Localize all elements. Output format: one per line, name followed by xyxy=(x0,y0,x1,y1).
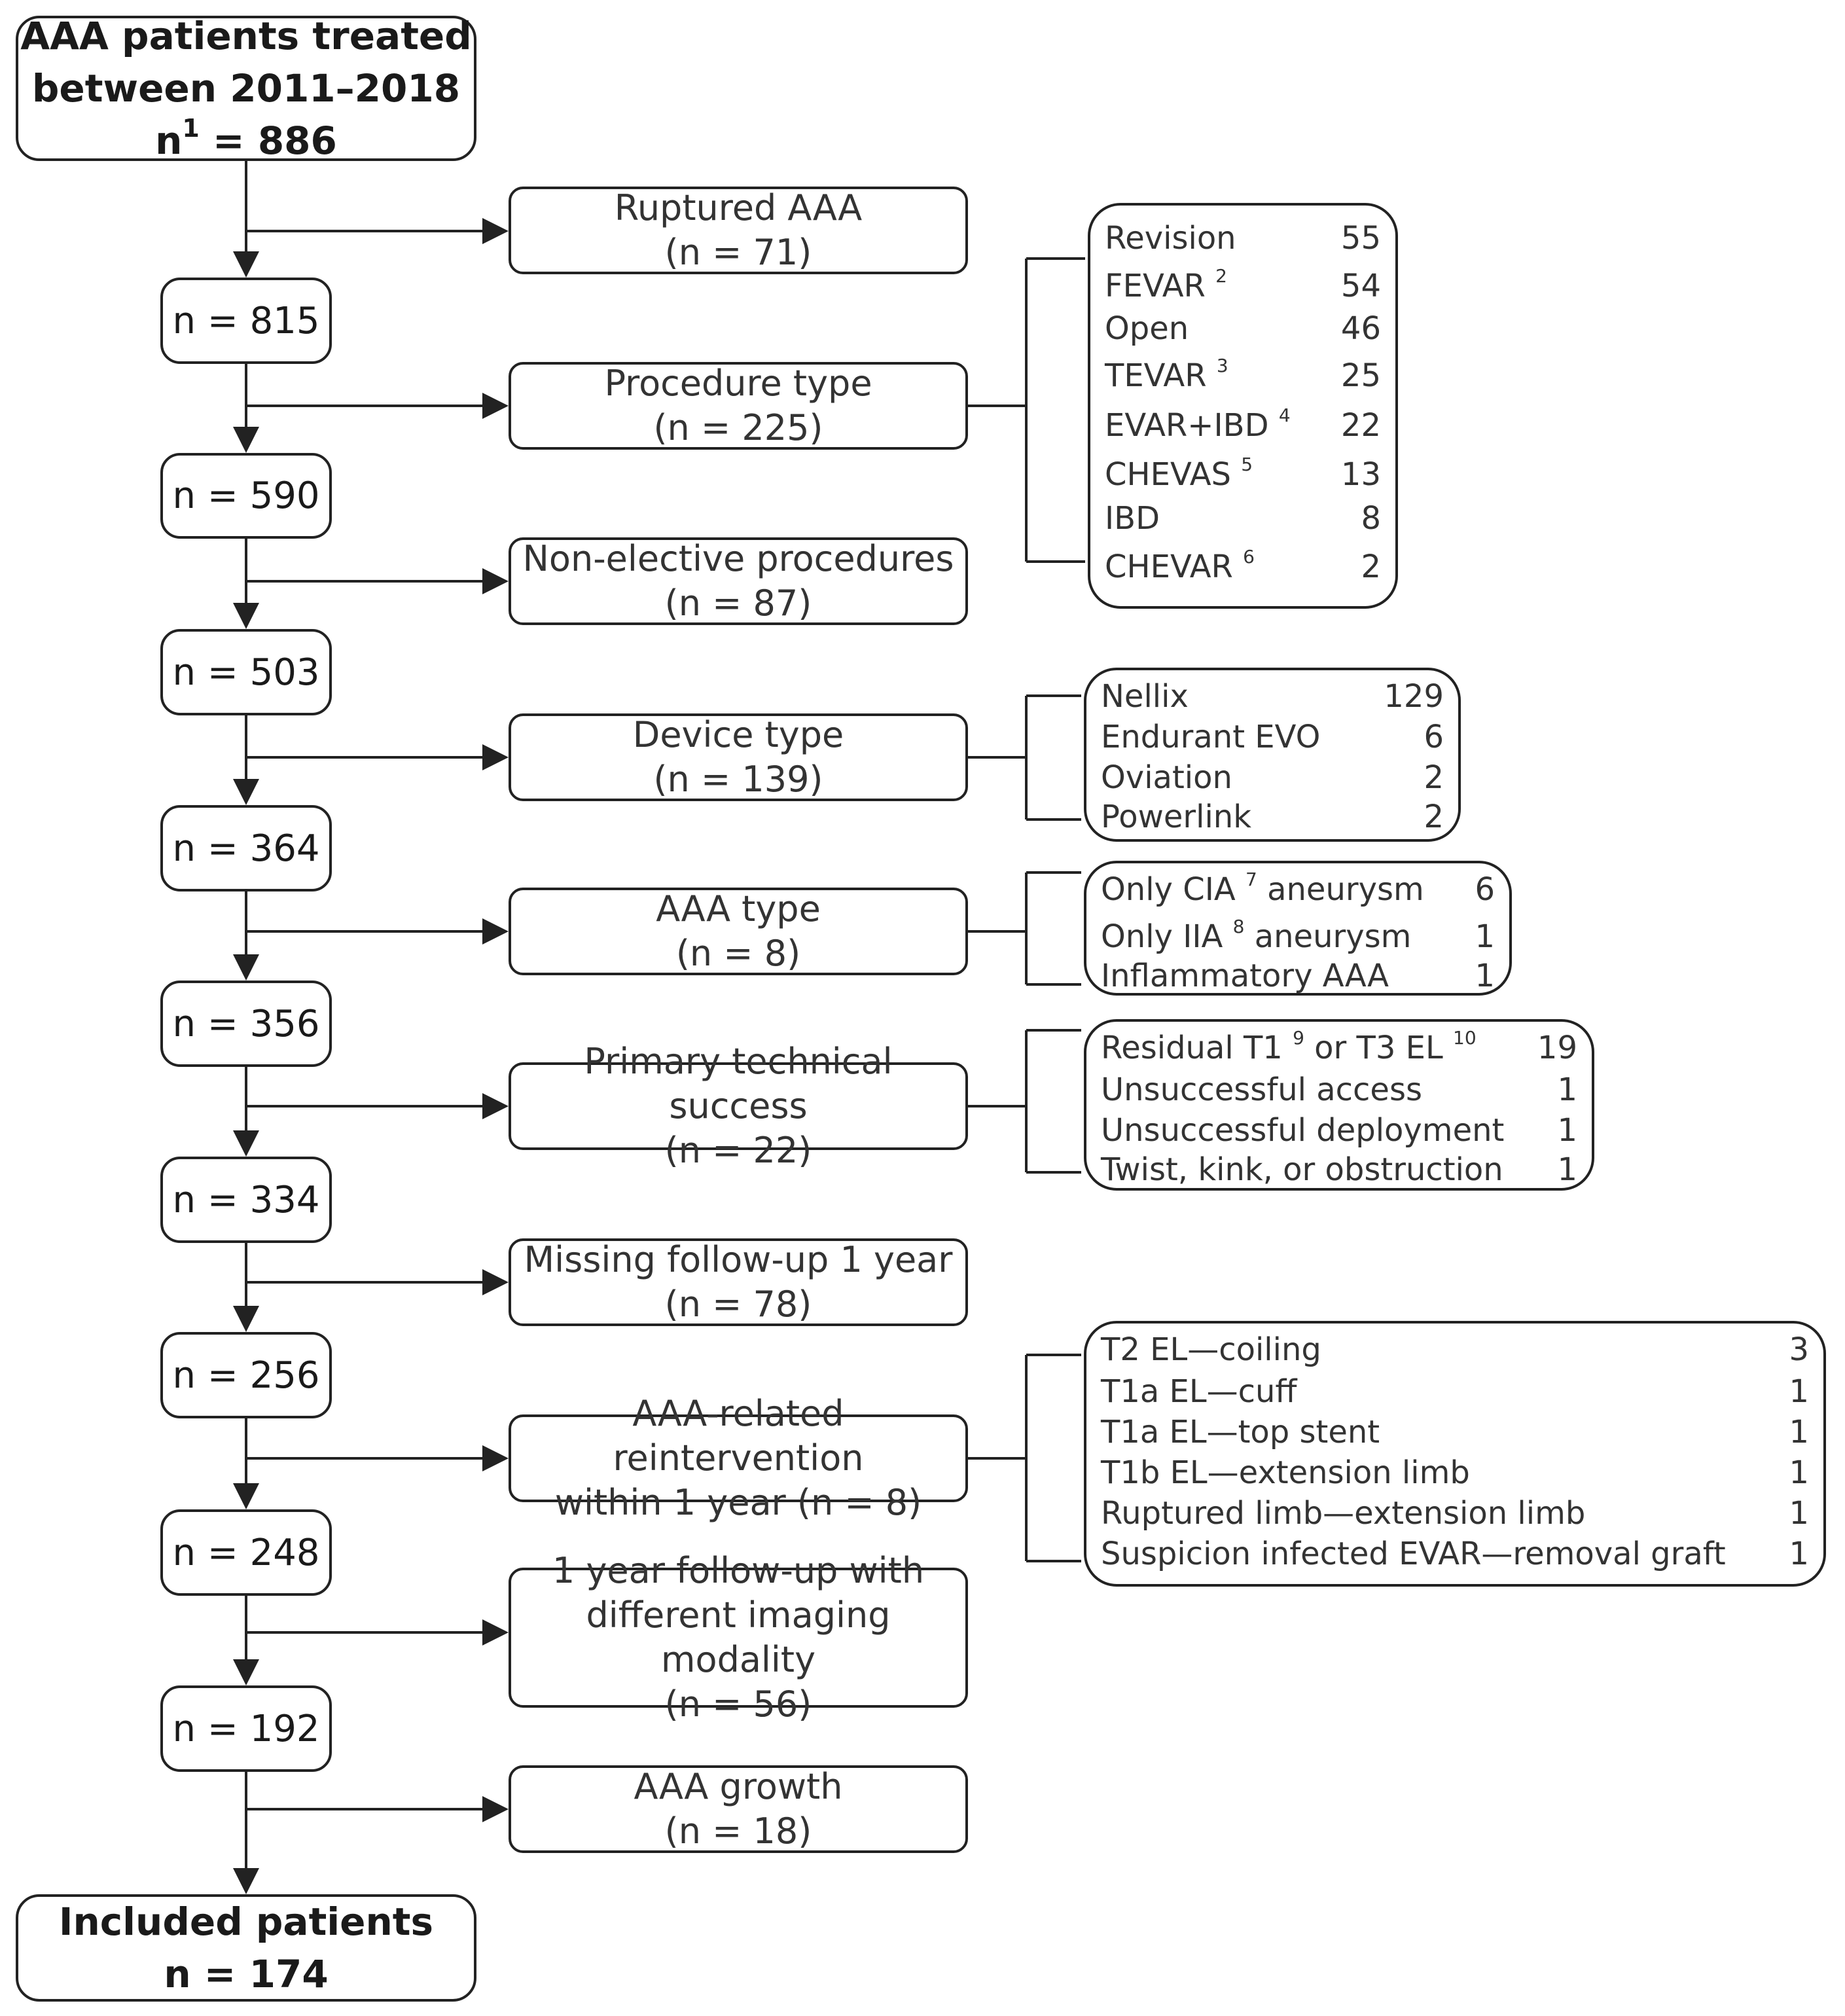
exclusion-count: (n = 22) xyxy=(664,1130,812,1171)
count-box: n = 503 xyxy=(160,629,332,715)
exclusion-title: AAA growth xyxy=(634,1766,843,1807)
exclusion-box-aaa-growth: AAA growth(n = 18) xyxy=(509,1765,968,1853)
count-value: n = 192 xyxy=(172,1707,320,1750)
count-box: n = 590 xyxy=(160,453,332,539)
exclusion-title: 1 year follow-up with xyxy=(552,1550,925,1591)
count-box: n = 356 xyxy=(160,981,332,1067)
exclusion-count: (n = 71) xyxy=(664,232,812,273)
exclusion-box-procedure-type: Procedure type(n = 225) xyxy=(509,362,968,450)
exclusion-count: (n = 8) xyxy=(675,933,801,974)
exclusion-box-missing-follow-up: Missing follow-up 1 year(n = 78) xyxy=(509,1238,968,1326)
start-line2: between 2011–2018 xyxy=(31,66,461,111)
end-line2: n = 174 xyxy=(164,1952,329,1996)
exclusion-count: (n = 56) xyxy=(664,1683,812,1725)
count-box: n = 256 xyxy=(160,1332,332,1418)
exclusion-box-aaa-type: AAA type(n = 8) xyxy=(509,888,968,975)
exclusion-box-technical-success: Primary technical success(n = 22) xyxy=(509,1041,968,1171)
exclusion-title: Primary technical success xyxy=(584,1041,893,1126)
count-box: n = 815 xyxy=(160,278,332,364)
count-box: n = 192 xyxy=(160,1685,332,1772)
start-line1: AAA patients treated xyxy=(20,14,472,58)
count-value: n = 334 xyxy=(172,1178,320,1221)
exclusion-count: (n = 78) xyxy=(664,1284,812,1325)
count-box: n = 248 xyxy=(160,1509,332,1596)
exclusion-box-device-type: Device type(n = 139) xyxy=(509,713,968,801)
exclusion-count: (n = 87) xyxy=(664,583,812,624)
exclusion-title: Procedure type xyxy=(604,363,872,404)
count-value: n = 248 xyxy=(172,1531,320,1574)
exclusion-title: AAA-related reintervention xyxy=(613,1393,864,1479)
exclusion-title: Missing follow-up 1 year xyxy=(524,1239,953,1280)
exclusion-subtitle: different imaging modality xyxy=(586,1594,891,1680)
start-box: AAA patients treated between 2011–2018 n… xyxy=(16,14,476,163)
exclusion-title: Non-elective procedures xyxy=(522,538,954,579)
exclusion-title: Ruptured AAA xyxy=(614,187,863,228)
count-value: n = 815 xyxy=(172,299,320,342)
exclusion-count: within 1 year (n = 8) xyxy=(554,1482,922,1523)
count-box: n = 364 xyxy=(160,805,332,891)
exclusion-count: (n = 225) xyxy=(653,407,823,448)
count-value: n = 590 xyxy=(172,475,320,517)
count-value: n = 364 xyxy=(172,827,320,870)
count-box: n = 334 xyxy=(160,1157,332,1243)
end-line1: Included patients xyxy=(58,1899,434,1944)
exclusion-count: (n = 139) xyxy=(653,759,823,800)
count-value: n = 256 xyxy=(172,1354,320,1397)
exclusion-count: (n = 18) xyxy=(664,1810,812,1852)
count-value: n = 503 xyxy=(172,651,320,694)
exclusion-title: Device type xyxy=(632,714,844,755)
end-box: Included patients n = 174 xyxy=(16,1894,476,2002)
count-value: n = 356 xyxy=(172,1002,320,1045)
exclusion-box-non-elective: Non-elective procedures(n = 87) xyxy=(509,537,968,625)
start-count: n1 = 886 xyxy=(155,114,337,163)
exclusion-box-ruptured: Ruptured AAA(n = 71) xyxy=(509,187,968,274)
exclusion-title: AAA type xyxy=(656,888,821,929)
